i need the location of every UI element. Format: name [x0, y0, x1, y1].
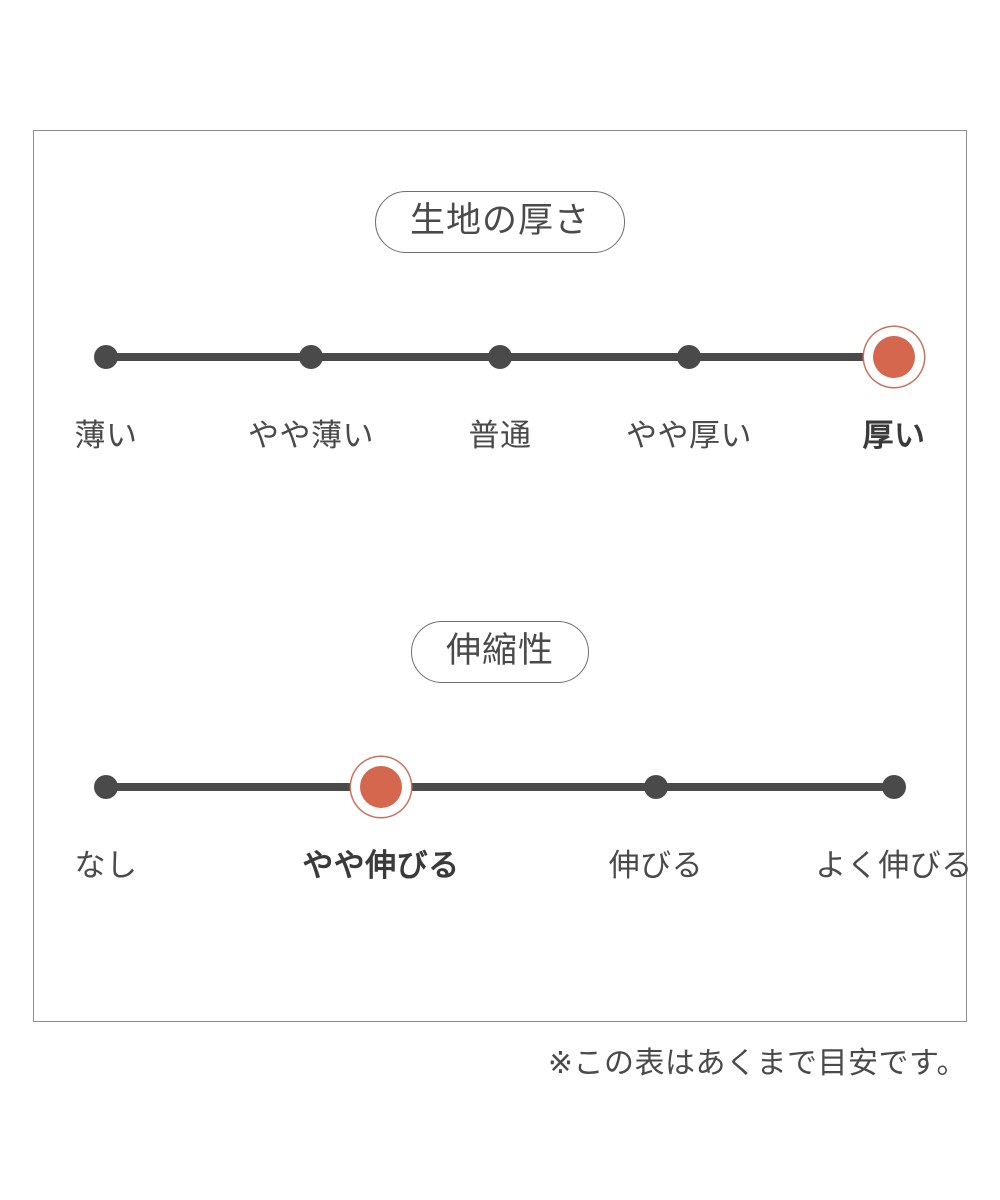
thickness-heading-wrap: 生地の厚さ — [34, 191, 966, 253]
stretch-dot-3[interactable] — [643, 775, 668, 799]
stretch-scale-line — [106, 783, 894, 791]
thickness-scale — [34, 327, 966, 387]
thickness-label-1: 薄い — [74, 418, 138, 453]
thickness-label-3: 普通 — [468, 418, 532, 453]
stretch-heading: 伸縮性 — [410, 621, 589, 683]
thickness-dot-3[interactable] — [488, 345, 512, 369]
stretch-labels: なし やや伸びる 伸びる よく伸びる — [34, 847, 973, 893]
thickness-dot-5-selected[interactable] — [873, 336, 915, 378]
thickness-labels: 薄い やや薄い 普通 やや厚い 厚い — [34, 417, 966, 463]
disclaimer-note: ※この表はあくまで目安です。 — [547, 1047, 967, 1080]
stretch-label-2-selected: やや伸びる — [302, 848, 460, 883]
thickness-label-2: やや薄い — [248, 418, 375, 453]
stretch-scale — [34, 757, 966, 817]
spec-table-frame: 生地の厚さ 薄い やや薄い 普通 やや厚い 厚い 伸縮性 — [33, 130, 973, 1022]
stretch-dot-2-selected[interactable] — [359, 766, 402, 808]
section-fabric-thickness: 生地の厚さ 薄い やや薄い 普通 やや厚い 厚い — [34, 191, 966, 463]
stretch-dot-1[interactable] — [94, 775, 118, 799]
thickness-dot-1[interactable] — [94, 345, 118, 369]
stretch-label-4: よく伸びる — [815, 848, 973, 883]
section-stretchiness: 伸縮性 なし やや伸びる 伸びる よく伸びる — [34, 621, 973, 893]
thickness-heading: 生地の厚さ — [374, 191, 625, 253]
thickness-label-4: やや厚い — [625, 418, 752, 453]
thickness-label-5-selected: 厚い — [862, 418, 926, 453]
stretch-dot-4[interactable] — [882, 775, 906, 799]
thickness-dot-2[interactable] — [299, 345, 324, 369]
stretch-label-3: 伸びる — [608, 848, 704, 883]
thickness-dot-4[interactable] — [676, 345, 701, 369]
stretch-heading-wrap: 伸縮性 — [34, 621, 966, 683]
stretch-label-1: なし — [74, 848, 138, 883]
